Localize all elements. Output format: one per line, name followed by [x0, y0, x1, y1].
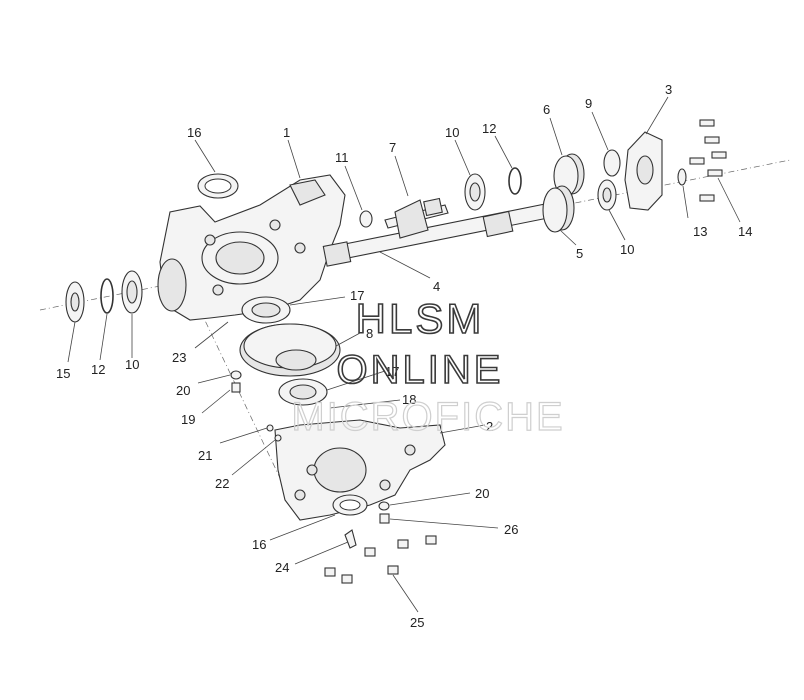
pin-20-right	[378, 501, 390, 511]
callout-16-bottom: 16	[252, 537, 266, 552]
callout-23: 23	[172, 350, 186, 365]
housing-1	[157, 174, 346, 321]
callout-9: 9	[585, 96, 592, 111]
callout-20-right: 20	[475, 486, 489, 501]
watermark-line3: MICROFICHE	[291, 395, 564, 439]
ring-gear-8	[239, 323, 341, 377]
seal-16-bottom	[332, 494, 368, 516]
callout-20-left: 20	[176, 383, 190, 398]
callout-22: 22	[215, 476, 229, 491]
callout-5: 5	[576, 246, 583, 261]
pinion-shaft-7	[384, 197, 449, 239]
callout-10-mid: 10	[445, 125, 459, 140]
callout-13: 13	[693, 224, 707, 239]
bolts-25	[324, 535, 437, 584]
bearing-10-right	[597, 179, 617, 211]
bearing-17-mid	[278, 378, 328, 406]
watermark: HLSM ONLINE MICROFICHE	[291, 294, 564, 439]
gear-5	[542, 185, 575, 233]
callout-16-top: 16	[187, 125, 201, 140]
callout-6: 6	[543, 102, 550, 117]
callout-8: 8	[366, 326, 373, 341]
snap-ring-12-mid	[508, 167, 522, 195]
callout-14: 14	[738, 224, 752, 239]
washer-13	[677, 168, 687, 186]
callout-18: 18	[402, 392, 416, 407]
bracket-24	[344, 529, 357, 549]
plug-19	[231, 382, 241, 393]
snap-ring-12-left	[100, 278, 114, 314]
pin-20-left	[230, 370, 242, 380]
callout-10-right: 10	[620, 242, 634, 257]
callout-4: 4	[433, 279, 440, 294]
leader-lines	[67, 96, 741, 613]
callout-labels: 16 1 11 7 10 12 6 9 3 13 14 5 10 4 17 8 …	[56, 82, 752, 630]
callout-17-mid: 17	[385, 364, 399, 379]
callout-12-mid: 12	[482, 121, 496, 136]
callout-21: 21	[198, 448, 212, 463]
callout-11: 11	[335, 150, 349, 165]
callout-19: 19	[181, 412, 195, 427]
callout-17-top: 17	[350, 288, 364, 303]
dowel-21-22	[266, 424, 282, 442]
callout-3: 3	[665, 82, 672, 97]
bearing-10-left	[121, 270, 143, 314]
bearing-9	[603, 149, 621, 177]
callout-12-left: 12	[91, 362, 105, 377]
bolts-14	[689, 119, 727, 202]
bearing-17-top	[241, 296, 291, 324]
watermark-line1: HLSM	[356, 295, 485, 342]
callout-25: 25	[410, 615, 424, 630]
bearing-10-mid	[464, 173, 486, 211]
washer-15	[65, 281, 85, 323]
housing-2	[274, 419, 446, 521]
callout-24: 24	[275, 560, 289, 575]
gear-shaft-splined	[482, 210, 514, 238]
bushing-11	[359, 210, 373, 228]
callout-10-left: 10	[125, 357, 139, 372]
callout-2: 2	[486, 419, 493, 434]
callout-15: 15	[56, 366, 70, 381]
watermark-line2: ONLINE	[337, 348, 504, 392]
seal-16-top	[197, 173, 239, 199]
cover-3	[624, 131, 663, 211]
callout-26: 26	[504, 522, 518, 537]
callout-7: 7	[389, 140, 396, 155]
callout-1: 1	[283, 125, 290, 140]
plug-26	[379, 513, 390, 524]
